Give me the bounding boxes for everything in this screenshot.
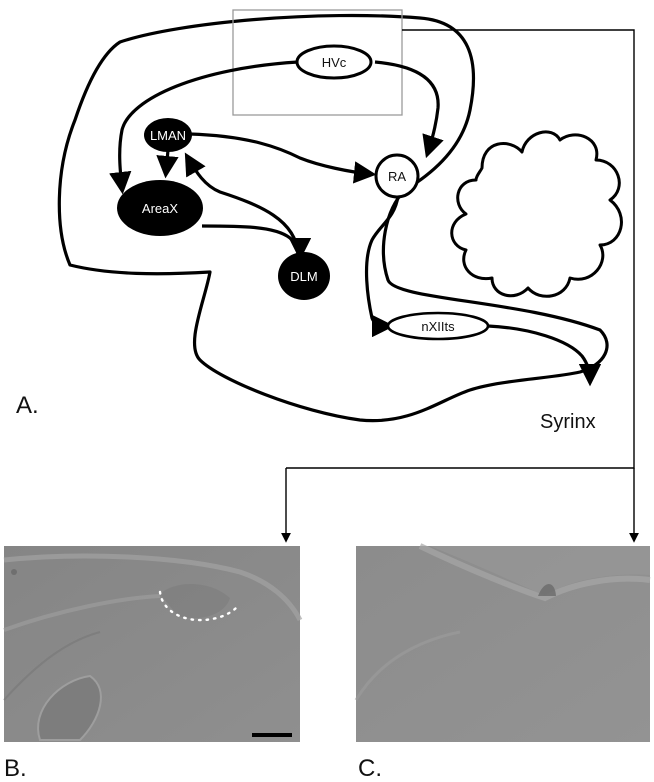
arrow-ra-to-nxiits — [367, 196, 398, 326]
nucleus-lman: LMAN — [144, 118, 192, 152]
areax-label: AreaX — [142, 201, 178, 216]
connections — [120, 30, 634, 540]
hvc-label: HVc — [322, 55, 347, 70]
dlm-label: DLM — [290, 269, 317, 284]
nucleus-nxiits: nXIIts — [388, 313, 488, 339]
panel-b-speck — [11, 569, 17, 575]
nucleus-hvc: HVc — [297, 46, 371, 78]
panel-c-letter: C. — [358, 755, 382, 782]
nucleus-areax: AreaX — [117, 180, 203, 236]
panel-a-letter: A. — [16, 392, 39, 419]
arrow-hvc-to-ra — [375, 62, 438, 152]
syrinx-label: Syrinx — [540, 411, 596, 433]
nucleus-ra: RA — [376, 155, 418, 197]
lman-label: LMAN — [150, 128, 186, 143]
arrow-lman-to-ra — [190, 134, 370, 174]
panel-c-micrograph — [356, 546, 650, 742]
arrow-areax-to-dlm — [202, 226, 300, 254]
panel-a-schematic: HVc LMAN AreaX RA DLM nXIIts Syrinx A. — [16, 10, 634, 540]
arrow-dlm-to-lman — [188, 158, 298, 254]
cerebellum-outline — [452, 132, 622, 296]
arrow-lman-to-areax — [166, 150, 168, 172]
ra-label: RA — [388, 169, 406, 184]
panel-b-letter: B. — [4, 755, 27, 782]
arrow-hvc-to-areax — [120, 62, 298, 188]
panel-b-micrograph — [4, 546, 300, 742]
nucleus-dlm: DLM — [278, 252, 330, 300]
nxiits-label: nXIIts — [421, 319, 455, 334]
scale-bar — [252, 733, 292, 737]
